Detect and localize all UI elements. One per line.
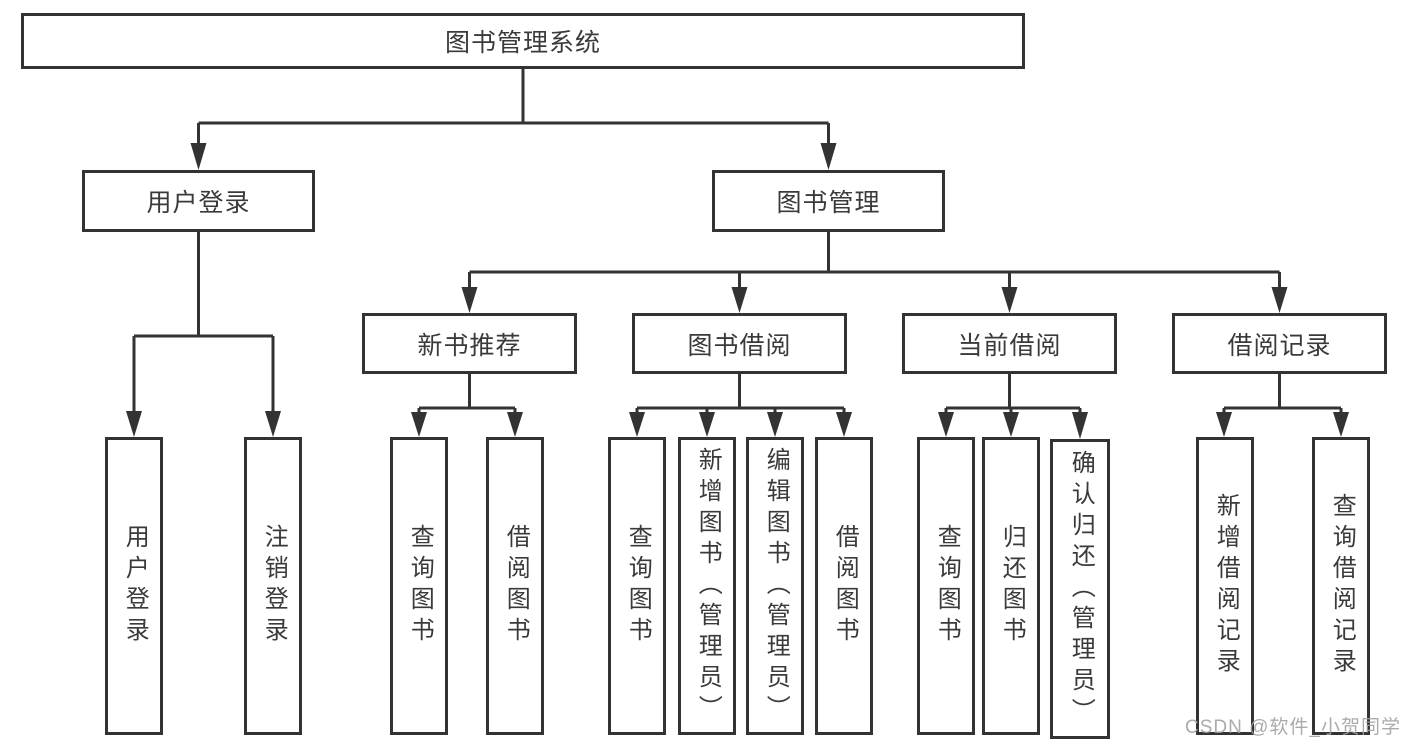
node-user-login: 用户登录 — [82, 170, 315, 232]
arrowhead-icon — [190, 143, 207, 170]
node-current-borrow: 当前借阅 — [902, 313, 1117, 374]
leaf-query-books-borrow: 查询图书 — [608, 437, 666, 735]
leaf-borrow-books-recommend: 借阅图书 — [486, 437, 544, 735]
arrowhead-icon — [265, 411, 281, 437]
leaf-query-books-recommend: 查询图书 — [390, 437, 448, 735]
arrowhead-icon — [1003, 412, 1019, 437]
arrowhead-icon — [461, 287, 478, 313]
arrowhead-icon — [1072, 412, 1088, 439]
arrowhead-icon — [699, 412, 715, 437]
leaf-user-login: 用户登录 — [105, 437, 163, 735]
leaf-borrow-books-label: 借阅图书 — [831, 524, 859, 648]
watermark: CSDN @软件_小贺同学 — [1185, 717, 1401, 738]
node-borrow-records: 借阅记录 — [1172, 313, 1387, 374]
leaf-user-login-label: 用户登录 — [121, 524, 149, 648]
node-current-borrow-label: 当前借阅 — [957, 331, 1062, 360]
leaf-query-books-current: 查询图书 — [917, 437, 975, 735]
node-user-login-label: 用户登录 — [146, 189, 251, 217]
arrowhead-icon — [836, 412, 852, 437]
node-root-label: 图书管理系统 — [444, 29, 601, 57]
node-book-borrow-label: 图书借阅 — [687, 331, 792, 360]
leaf-confirm-return-admin: 确认归还（管理员） — [1050, 439, 1110, 739]
arrowhead-icon — [1001, 287, 1018, 313]
node-book-management: 图书管理 — [712, 170, 945, 232]
arrowhead-icon — [820, 143, 837, 170]
arrowhead-icon — [411, 412, 427, 437]
leaf-query-borrow-record: 查询借阅记录 — [1312, 437, 1370, 735]
arrowhead-icon — [731, 287, 748, 313]
arrowhead-icon — [1216, 412, 1232, 437]
leaf-confirm-return-admin-label: 确认归还（管理员） — [1067, 449, 1095, 729]
leaf-query-borrow-record-label: 查询借阅记录 — [1328, 493, 1356, 679]
leaf-query-books-borrow-label: 查询图书 — [624, 524, 652, 648]
node-new-book-recommend: 新书推荐 — [362, 313, 577, 374]
arrowhead-icon — [629, 412, 645, 437]
leaf-borrow-books-recommend-label: 借阅图书 — [502, 524, 530, 648]
node-new-book-recommend-label: 新书推荐 — [417, 331, 522, 360]
arrowhead-icon — [1271, 287, 1288, 313]
leaf-logout-login-label: 注销登录 — [260, 524, 288, 648]
leaf-query-books-recommend-label: 查询图书 — [406, 524, 434, 648]
arrowhead-icon — [1333, 412, 1349, 437]
node-borrow-records-label: 借阅记录 — [1227, 331, 1332, 360]
arrowhead-icon — [126, 411, 142, 437]
arrowhead-icon — [938, 412, 954, 437]
node-book-borrow: 图书借阅 — [632, 313, 847, 374]
node-book-management-label: 图书管理 — [776, 189, 881, 217]
leaf-edit-books-admin: 编辑图书（管理员） — [746, 437, 804, 735]
leaf-logout-login: 注销登录 — [244, 437, 302, 735]
leaf-return-books: 归还图书 — [982, 437, 1040, 735]
leaf-add-books-admin-label: 新增图书（管理员） — [694, 446, 722, 726]
arrowhead-icon — [767, 412, 783, 437]
leaf-add-borrow-record: 新增借阅记录 — [1196, 437, 1254, 735]
node-root: 图书管理系统 — [21, 13, 1025, 69]
leaf-add-books-admin: 新增图书（管理员） — [678, 437, 736, 735]
leaf-add-borrow-record-label: 新增借阅记录 — [1212, 493, 1240, 679]
leaf-return-books-label: 归还图书 — [998, 524, 1026, 648]
leaf-query-books-current-label: 查询图书 — [933, 524, 961, 648]
leaf-borrow-books: 借阅图书 — [815, 437, 873, 735]
arrowhead-icon — [507, 412, 523, 437]
leaf-edit-books-admin-label: 编辑图书（管理员） — [762, 446, 790, 726]
